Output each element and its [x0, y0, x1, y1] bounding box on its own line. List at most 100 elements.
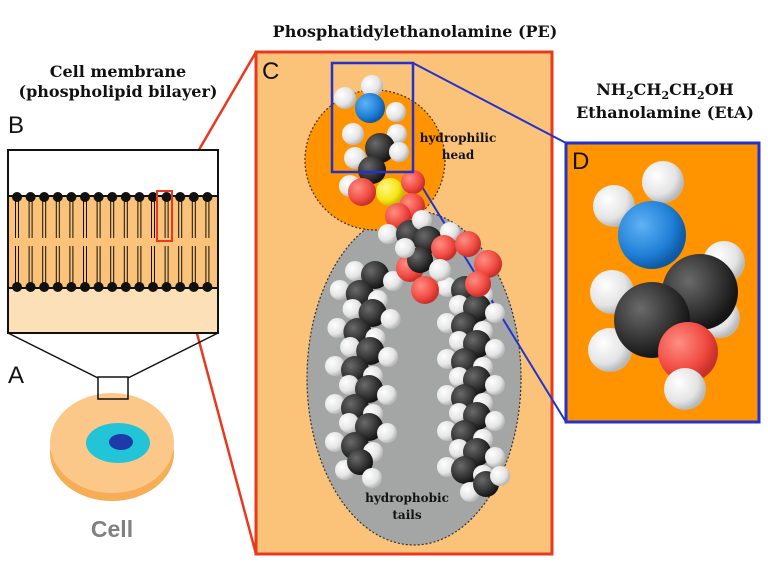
lipid-head — [188, 192, 199, 202]
lipid-head — [66, 282, 77, 292]
hydrogen-atom — [342, 299, 363, 319]
formula-ch-2: CH — [669, 80, 698, 99]
hydrogen-atom — [485, 447, 505, 467]
oxygen-atom — [465, 271, 491, 297]
hydrogen-atom — [334, 87, 356, 109]
ethanolamine-molecule — [588, 161, 745, 410]
head-label: hydrophilic head — [410, 130, 506, 164]
lipid-head — [148, 192, 158, 202]
cell-zoom-box — [97, 376, 129, 400]
formula-sub-1: 2 — [626, 89, 634, 103]
lipid-head — [148, 282, 158, 292]
lipid-head — [107, 192, 118, 202]
eta-formula: NH2CH2CH2OH — [565, 80, 765, 102]
oxygen-atom — [348, 178, 376, 206]
hydrogen-atom — [329, 280, 350, 300]
carbon-atom — [451, 456, 479, 484]
lipid-head — [66, 192, 77, 202]
hydrogen-atom — [485, 303, 505, 323]
hydrogen-atom — [485, 375, 505, 395]
nitrogen-atom — [618, 201, 686, 269]
lipid-head — [134, 192, 145, 202]
head-label-line1: hydrophilic — [419, 131, 497, 145]
hydrogen-atom — [389, 142, 409, 162]
carbon-atom — [358, 156, 386, 184]
hydrogen-atom — [339, 375, 359, 395]
zoom-line-blue-top — [412, 62, 567, 144]
formula-oh: OH — [704, 80, 734, 99]
hydrogen-atom — [377, 423, 397, 443]
lipid-head — [52, 192, 63, 202]
lipid-head — [120, 192, 131, 202]
oxygen-atom — [658, 322, 718, 382]
lipid-head — [161, 192, 172, 202]
lipid-head — [188, 282, 199, 292]
hydrogen-atom — [325, 356, 345, 376]
tails-label-line2: tails — [392, 508, 422, 522]
hydrogen-atom — [412, 210, 432, 230]
carbon-atom — [347, 449, 373, 475]
formula-sub-2: 2 — [661, 89, 670, 103]
carbon-atom — [356, 337, 385, 365]
figure-title: Phosphatidylethanolamine (PE) — [272, 22, 558, 41]
panel-letter-d: D — [572, 148, 590, 175]
lipid-head — [175, 192, 186, 202]
nitrogen-atom — [355, 93, 385, 123]
hydrogen-atom — [378, 347, 399, 367]
oxygen-atom — [401, 170, 425, 194]
hydrogen-atom — [386, 102, 406, 122]
carbon-atom — [361, 261, 389, 289]
carbon-atom — [365, 133, 395, 163]
hydrogen-atom — [325, 394, 345, 414]
lipid-head — [134, 282, 145, 292]
hydrogen-atom — [485, 339, 505, 359]
hydrogen-atom — [377, 385, 397, 405]
cell-label: Cell — [90, 516, 134, 542]
hydrogen-atom — [485, 411, 505, 431]
hydrogen-atom — [342, 123, 364, 145]
membrane-zoom-box — [156, 190, 173, 242]
phosphorus-atom — [376, 178, 404, 206]
lipid-head — [107, 282, 118, 292]
formula-nh: NH — [596, 80, 626, 99]
tails-label-line1: hydrophobic — [365, 491, 449, 505]
panel-letter-a: A — [8, 362, 25, 389]
hydrogen-atom — [380, 309, 401, 329]
bilayer-band — [9, 196, 217, 288]
membrane-label: Cell membrane (phospholipid bilayer) — [10, 62, 226, 102]
oxygen-atom — [411, 276, 439, 304]
membrane-label-line1: Cell membrane — [49, 62, 187, 81]
lipid-head — [120, 282, 131, 292]
eta-zoom-box — [330, 61, 415, 174]
oxygen-atom — [455, 231, 481, 257]
hydrogen-atom — [339, 413, 359, 433]
carbon-atom — [358, 299, 387, 327]
hydrogen-atom — [361, 75, 383, 97]
hydrogen-atom — [378, 224, 398, 244]
hydrogen-atom — [383, 271, 403, 291]
lipid-head — [12, 282, 22, 292]
lipid-head — [25, 282, 36, 292]
formula-ch-1: CH — [633, 80, 662, 99]
hydrogen-atom — [345, 261, 365, 281]
lipid-head — [39, 282, 50, 292]
lipid-head — [175, 282, 186, 292]
lipid-head — [12, 192, 22, 202]
panel-letter-c: C — [262, 58, 280, 85]
head-label-line2: head — [441, 148, 475, 162]
lipid-head — [80, 192, 90, 202]
oxygen-atom — [431, 235, 457, 261]
lipid-head — [93, 282, 104, 292]
lipid-head — [93, 192, 104, 202]
lipid-head — [202, 192, 213, 202]
hydrogen-atom — [664, 368, 706, 410]
carbon-atom — [407, 247, 433, 273]
lipid-head — [80, 282, 90, 292]
hydrogen-atom — [395, 238, 415, 258]
formula-sub-3: 2 — [697, 89, 705, 103]
cell-nucleus — [109, 434, 133, 450]
lipid-head — [202, 282, 213, 292]
phospholipid-row — [12, 192, 213, 292]
hydrogen-atom — [325, 432, 345, 452]
